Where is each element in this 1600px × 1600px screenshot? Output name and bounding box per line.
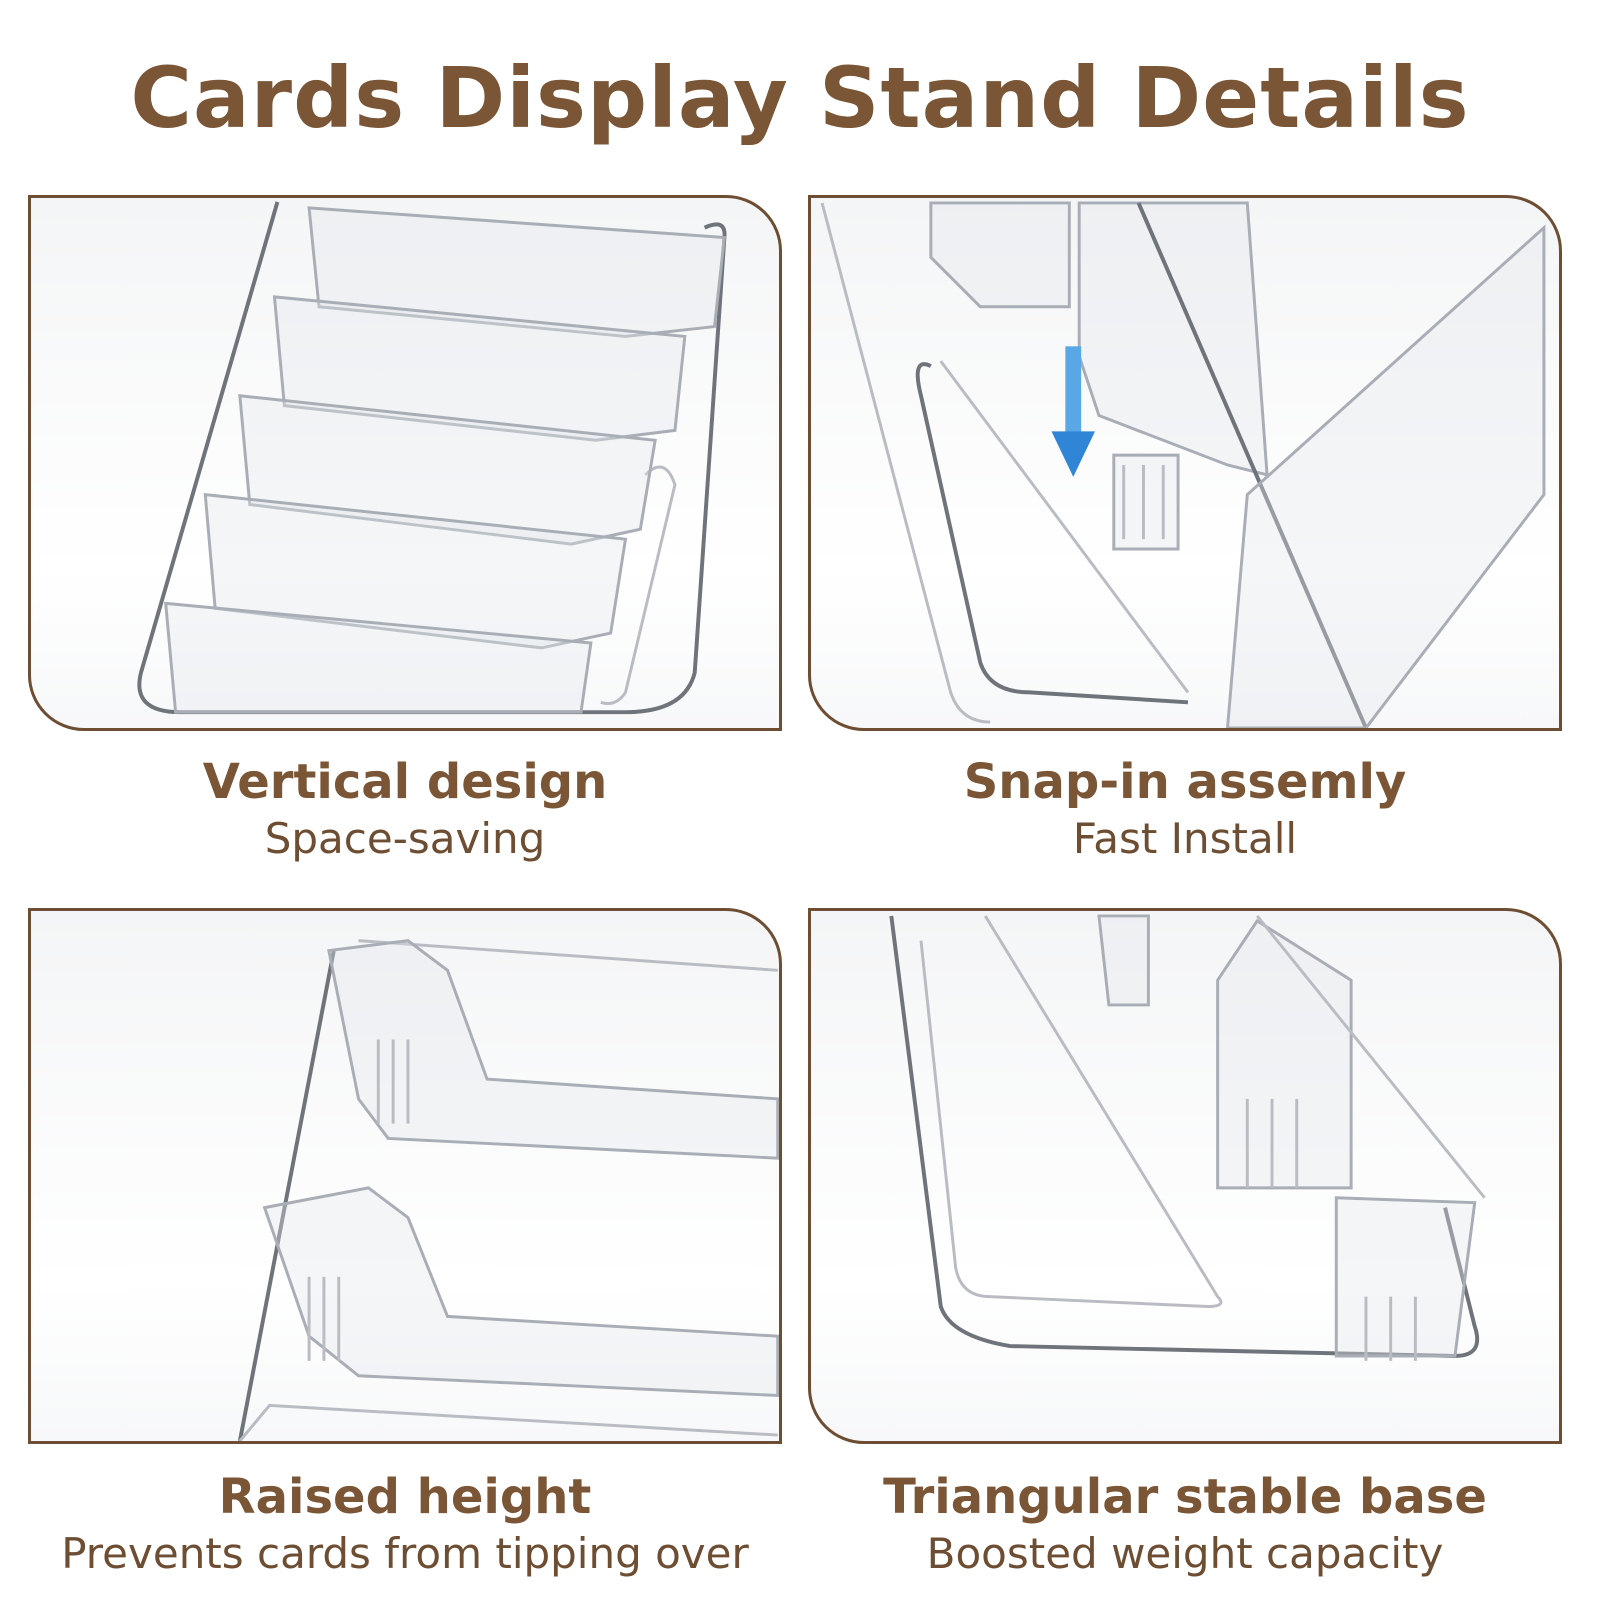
feature-subheading: Fast Install — [1072, 814, 1298, 863]
feature-subheading: Space-saving — [264, 814, 546, 863]
raised-height-photo — [28, 908, 782, 1444]
feature-heading: Vertical design — [202, 754, 608, 810]
page-title: Cards Display Stand Details — [130, 49, 1470, 147]
feature-subheading: Boosted weight capacity — [926, 1529, 1444, 1578]
triangular-base-illustration — [889, 914, 1486, 1361]
tiered-stand-illustration — [137, 201, 727, 715]
raised-height-illustration — [237, 939, 779, 1441]
down-arrow-icon — [1051, 346, 1096, 477]
triangular-base-photo — [808, 908, 1562, 1444]
vertical-design-photo — [28, 195, 782, 731]
feature-heading: Triangular stable base — [883, 1469, 1487, 1525]
feature-heading: Snap-in assemly — [963, 754, 1407, 810]
feature-subheading: Prevents cards from tipping over — [61, 1529, 749, 1578]
snap-in-illustration — [820, 201, 1546, 728]
feature-heading: Raised height — [218, 1469, 592, 1525]
snap-in-assembly-photo — [808, 195, 1562, 731]
